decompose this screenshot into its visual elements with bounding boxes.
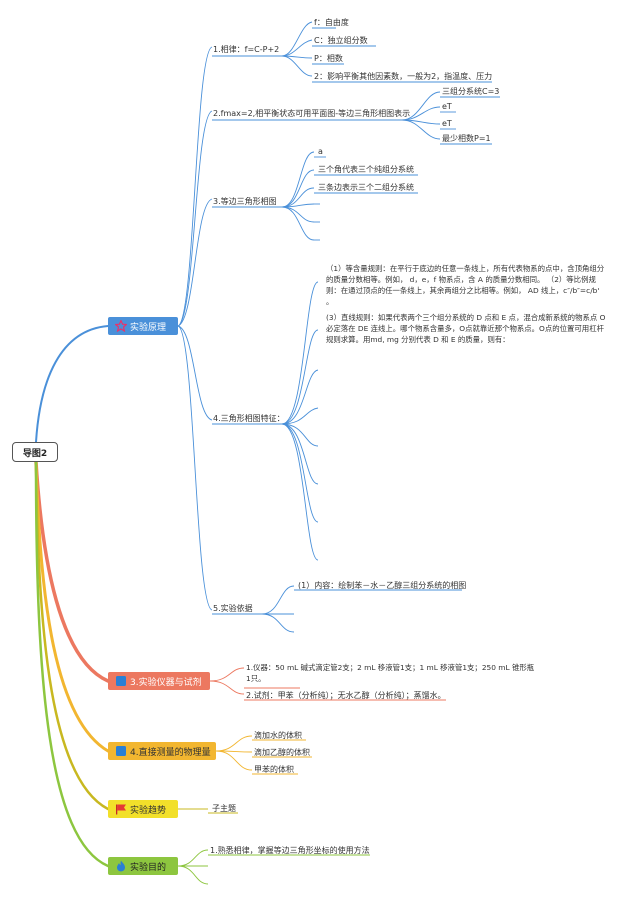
leaf-features-rules-1-2[interactable]: （1）等含量规则：在平行于底边的任意一条线上，所有代表物系的点中，含顶角组分的质… <box>326 264 605 306</box>
fire-icon <box>117 860 125 872</box>
leaf-triangle-a[interactable]: a <box>318 147 323 156</box>
leaf-trend-subtopic[interactable]: 子主题 <box>212 804 236 813</box>
red-flag-icon <box>116 804 126 815</box>
leaf-instruments[interactable]: 1.仪器：50 mL 碱式滴定管2支；2 mL 移液管1支；1 mL 移液管1支… <box>246 663 535 683</box>
topic-fmax[interactable]: 2.fmax=2,相平衡状态可用平面图-等边三角形相图表示 <box>213 109 411 118</box>
branch-principle[interactable]: 实验原理 <box>108 317 178 335</box>
leaf-fmax-p1[interactable]: 最少相数P=1 <box>442 134 491 143</box>
leaf-reagents[interactable]: 2.试剂：甲苯（分析纯）；无水乙醇（分析纯）；蒸馏水。 <box>246 691 446 700</box>
root-topic[interactable]: 导图2 <box>12 442 58 462</box>
root-topic-label: 导图2 <box>22 448 48 459</box>
flag-icon <box>116 676 126 686</box>
leaf-measure-water[interactable]: 滴加水的体积 <box>254 731 302 740</box>
topic-triangle-diagram[interactable]: 3.等边三角形相图 <box>213 197 277 206</box>
leaf-measure-ethanol[interactable]: 滴加乙醇的体积 <box>254 748 310 757</box>
topic-basis[interactable]: 5.实验依据 <box>213 604 253 613</box>
leaf-triangle-corners[interactable]: 三个角代表三个纯组分系统 <box>318 165 414 174</box>
branch-trend-label: 实验趋势 <box>130 805 167 816</box>
leaf-fmax-c3[interactable]: 三组分系统C=3 <box>442 87 500 96</box>
branch-trend[interactable]: 实验趋势 <box>108 800 178 818</box>
star-icon <box>115 320 127 332</box>
connector-trend <box>34 460 110 811</box>
leaf-measure-toluene[interactable]: 甲苯的体积 <box>254 765 294 774</box>
topic-triangle-features[interactable]: 4.三角形相图特征： <box>213 414 285 423</box>
leaf-features-rule-3[interactable]: (3）直线规则：如果代表两个三个组分系统的 D 点和 E 点，混合成新系统的物系… <box>326 313 606 344</box>
leaf-basis-content[interactable]: (1）内容：绘制苯－水－乙醇三组分系统的相图 <box>298 581 467 590</box>
leaf-fmax-et-2[interactable]: eT <box>442 119 452 128</box>
branch-measure-label: 4.直接测量的物理量 <box>130 747 211 758</box>
leaf-phase-rule-c[interactable]: C：独立组分数 <box>314 36 368 45</box>
flag-icon <box>116 746 126 756</box>
leaf-phase-rule-f[interactable]: f：自由度 <box>314 18 349 27</box>
connector-goal <box>34 460 110 868</box>
leaf-fmax-et-1[interactable]: eT <box>442 102 452 111</box>
branch-principle-label: 实验原理 <box>130 322 167 333</box>
leaf-goal-1[interactable]: 1.熟悉相律，掌握等边三角形坐标的使用方法 <box>210 846 370 855</box>
branch-instruments-label: 3.实验仪器与试剂 <box>130 677 202 688</box>
leaf-triangle-edges[interactable]: 三条边表示三个二组分系统 <box>318 183 414 192</box>
leaf-phase-rule-2[interactable]: 2：影响平衡其他因素数，一般为2，指温度、压力 <box>314 72 493 81</box>
branch-measure[interactable]: 4.直接测量的物理量 <box>108 742 216 760</box>
topic-phase-rule[interactable]: 1.相律：f=C-P+2 <box>213 45 280 54</box>
connector-principle <box>35 325 109 443</box>
branch-goal[interactable]: 实验目的 <box>108 857 178 875</box>
leaf-phase-rule-p[interactable]: P：相数 <box>314 54 343 63</box>
branch-instruments[interactable]: 3.实验仪器与试剂 <box>108 672 210 690</box>
branch-goal-label: 实验目的 <box>130 862 167 873</box>
